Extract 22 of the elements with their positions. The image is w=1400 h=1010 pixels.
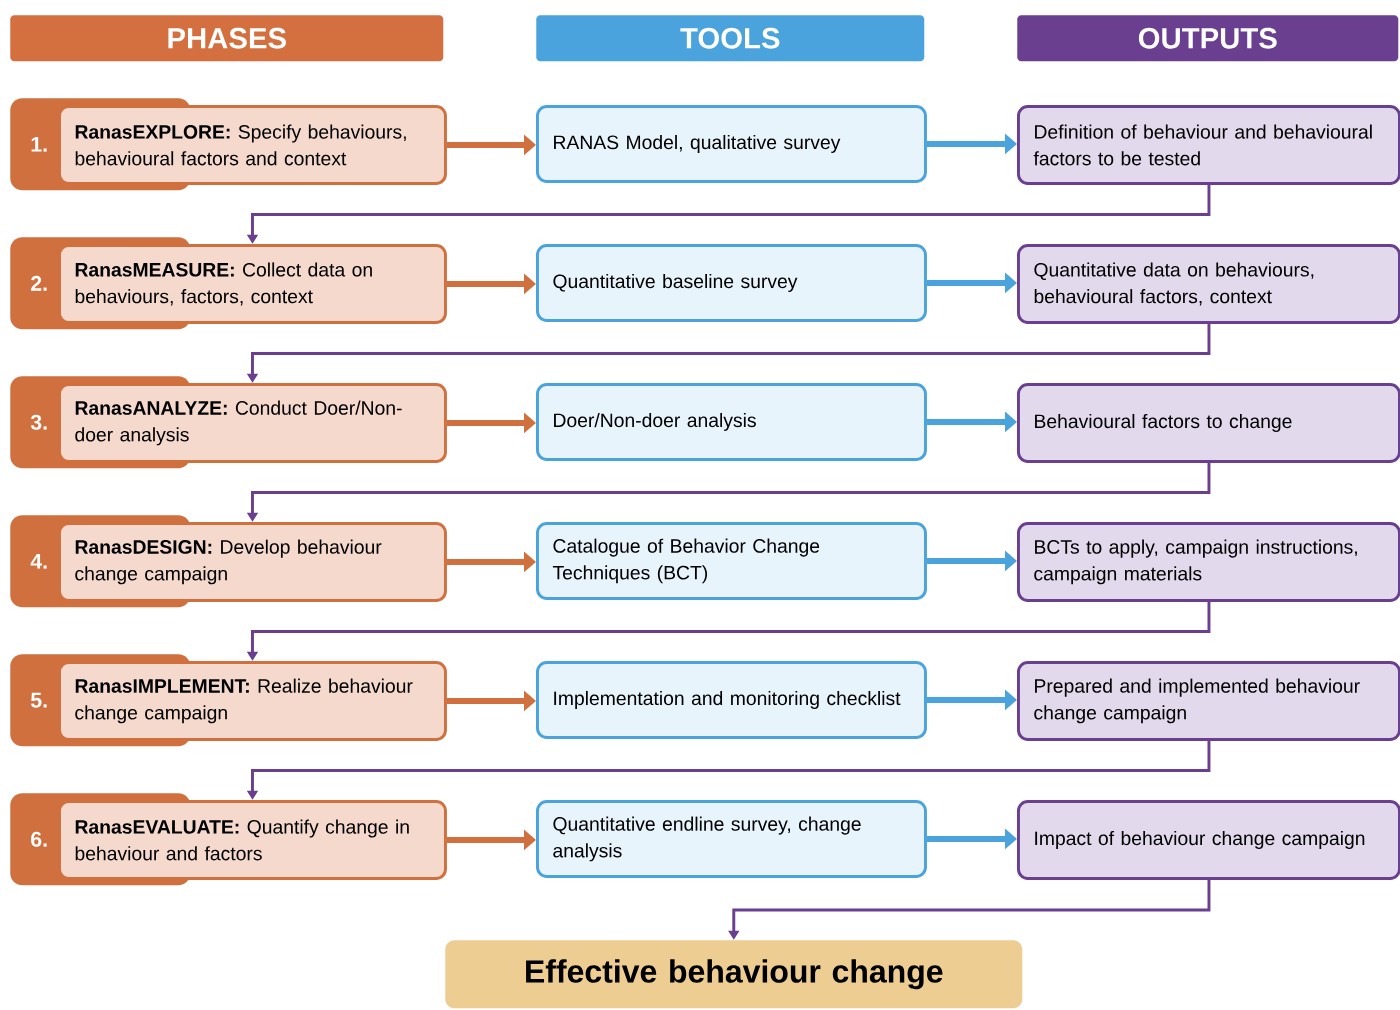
- tool-box: RANAS Model, qualitative survey: [536, 105, 927, 183]
- tool-box: Implementation and monitoring checklist: [536, 661, 927, 739]
- phase-box: RanasEXPLORE: Specify behaviours, behavioural factors and context: [58, 105, 447, 185]
- header-band: PHASES: [10, 15, 444, 62]
- output-box: Quantitative data on behaviours, behavioural factors, context: [1017, 244, 1400, 324]
- header-band: TOOLS: [536, 15, 925, 62]
- output-box: Behavioural factors to change: [1017, 383, 1400, 463]
- tool-box: Catalogue of Behavior Change Techniques (BCT): [536, 522, 927, 600]
- output-box: Prepared and implemented behaviour change campaign: [1017, 661, 1400, 741]
- tool-box: Doer/Non-doer analysis: [536, 383, 927, 461]
- tool-box: Quantitative baseline survey: [536, 244, 927, 322]
- output-box: Impact of behaviour change campaign: [1017, 800, 1400, 880]
- phase-box: RanasEVALUATE: Quantify change in behaviour and factors: [58, 800, 447, 880]
- phase-box: RanasMEASURE: Collect data on behaviours, factors, context: [58, 244, 447, 324]
- output-box: Definition of behaviour and behavioural factors to be tested: [1017, 105, 1400, 185]
- result-box: Effective behaviour change: [445, 940, 1023, 1009]
- phase-box: RanasANALYZE: Conduct Doer/Non-doer analysis: [58, 383, 447, 463]
- output-box: BCTs to apply, campaign instructions, campaign materials: [1017, 522, 1400, 602]
- header-band: OUTPUTS: [1017, 15, 1399, 62]
- phase-box: RanasIMPLEMENT: Realize behaviour change campaign: [58, 661, 447, 741]
- tool-box: Quantitative endline survey, change analysis: [536, 800, 927, 878]
- phase-box: RanasDESIGN: Develop behaviour change campaign: [58, 522, 447, 602]
